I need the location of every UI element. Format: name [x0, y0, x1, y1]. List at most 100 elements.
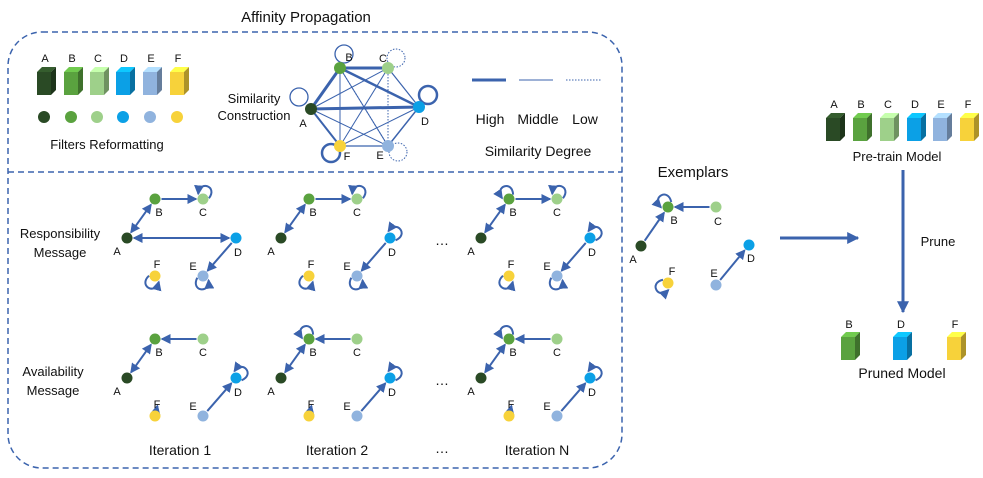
- pretrain-block-e-side: [947, 113, 952, 141]
- filter-label-e: E: [147, 53, 154, 65]
- node-a: [475, 372, 487, 384]
- exemplar-label-e: E: [710, 268, 717, 280]
- filter-block-e: [143, 67, 162, 95]
- pretrain-block-d-side: [921, 113, 926, 141]
- filter-block-e-side: [157, 67, 162, 95]
- label-d: D: [234, 247, 242, 259]
- pruned-block-d: [893, 332, 912, 360]
- filter-block-c-front: [90, 72, 104, 95]
- label-f: F: [508, 259, 515, 271]
- loop-d: [587, 221, 603, 242]
- label-f: F: [154, 399, 161, 411]
- similarity-node-c: [382, 62, 394, 74]
- loop-b: [493, 325, 515, 340]
- edge-ab: [484, 343, 506, 374]
- pretrain-block-b-top: [853, 113, 872, 118]
- edge-de: [560, 242, 587, 272]
- label-b: B: [155, 207, 162, 219]
- node-b: [503, 193, 515, 205]
- label-e: E: [189, 401, 196, 413]
- similarity-label-e: E: [376, 150, 383, 162]
- node-c: [197, 193, 209, 205]
- label-d: D: [388, 247, 396, 259]
- filter-label-c: C: [94, 53, 102, 65]
- pretrain-label-e: E: [937, 99, 944, 111]
- exemplars-title: Exemplars: [658, 164, 729, 181]
- ellipsis-responsibility: …: [435, 232, 449, 248]
- filter-block-e-top: [143, 67, 162, 72]
- node-f: [149, 410, 161, 422]
- edge-ab: [130, 343, 152, 374]
- filter-block-c-top: [90, 67, 109, 72]
- similarity-label-f: F: [344, 151, 351, 163]
- filter-dot-d: [117, 111, 129, 123]
- legend-high-label: High: [476, 111, 505, 127]
- label-f: F: [154, 259, 161, 271]
- filter-block-f: [170, 67, 189, 95]
- iteration-label-n: Iteration N: [505, 442, 570, 458]
- loop-f: [498, 274, 516, 292]
- legend-low-label: Low: [572, 111, 599, 127]
- filter-dot-b: [65, 111, 77, 123]
- loop-b: [493, 185, 515, 200]
- label-e: E: [343, 401, 350, 413]
- label-e: E: [543, 401, 550, 413]
- label-e: E: [189, 261, 196, 273]
- pretrain-block-a-front: [826, 118, 840, 141]
- loop-e: [194, 277, 215, 291]
- node-b: [149, 193, 161, 205]
- similarity-label-c: C: [379, 53, 387, 65]
- loop-f: [144, 274, 162, 292]
- pretrain-block-d-front: [907, 118, 921, 141]
- label-a: A: [467, 386, 475, 398]
- node-c: [197, 333, 209, 345]
- filter-block-e-front: [143, 72, 157, 95]
- filters-caption: Filters Reformatting: [50, 137, 163, 152]
- node-d: [584, 232, 596, 244]
- similarity-caption-line2: Construction: [218, 108, 291, 123]
- node-a: [275, 372, 287, 384]
- filter-dot-c: [91, 111, 103, 123]
- exemplar-label-a: A: [629, 254, 637, 266]
- loop-e: [548, 277, 569, 291]
- label-d: D: [234, 387, 242, 399]
- similarity-loop-b: [334, 44, 354, 64]
- filter-block-d-top: [116, 67, 135, 72]
- filter-label-d: D: [120, 53, 128, 65]
- pretrain-block-b-front: [853, 118, 867, 141]
- pretrain-label-a: A: [830, 99, 838, 111]
- edge-f-up: [150, 404, 161, 416]
- pretrain-block-f-side: [974, 113, 979, 141]
- node-f: [149, 270, 161, 282]
- pretrain-block-d: [907, 113, 926, 141]
- filter-block-a-side: [51, 67, 56, 95]
- label-c: C: [199, 347, 207, 359]
- similarity-edge-ae: [310, 108, 389, 147]
- similarity-caption-line1: Similarity: [228, 91, 281, 106]
- pretrain-block-d-top: [907, 113, 926, 118]
- label-d: D: [388, 387, 396, 399]
- loop-d: [387, 221, 403, 242]
- similarity-label-a: A: [299, 118, 307, 130]
- label-e: E: [543, 261, 550, 273]
- filter-block-d-side: [130, 67, 135, 95]
- filter-block-f-top: [170, 67, 189, 72]
- pretrain-block-e-top: [933, 113, 952, 118]
- pruned-block-b-top: [841, 332, 860, 337]
- pruned-title: Pruned Model: [858, 365, 945, 381]
- affinity-propagation-frame: [7, 31, 623, 469]
- pretrain-block-c-front: [880, 118, 894, 141]
- node-e: [197, 410, 209, 422]
- similarity-edge-df: [339, 106, 420, 147]
- node-b: [503, 333, 515, 345]
- edge-ed: [560, 382, 587, 412]
- label-c: C: [199, 207, 207, 219]
- responsibility-label-line1: Responsibility: [20, 226, 101, 241]
- loop-c: [194, 184, 213, 199]
- node-d: [230, 232, 242, 244]
